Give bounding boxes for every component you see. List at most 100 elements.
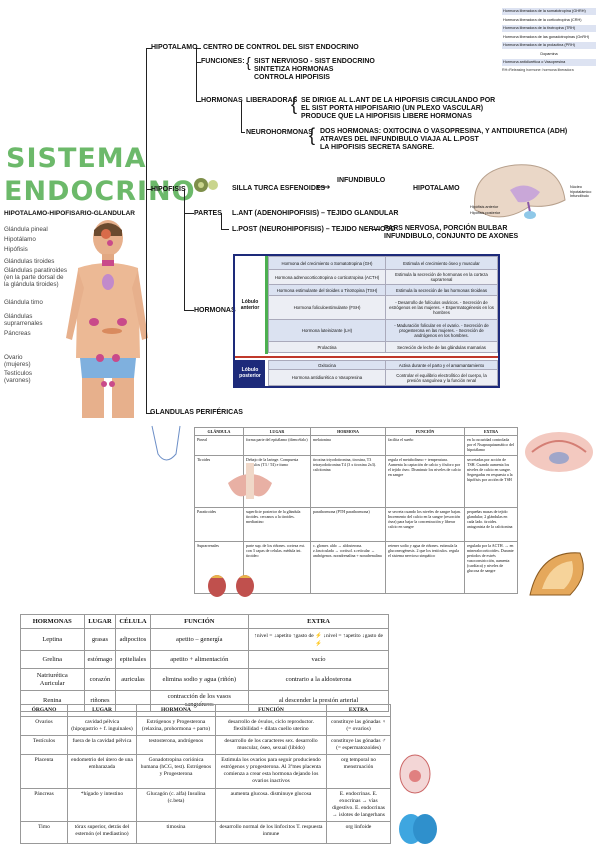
table-cell: elimina sodio y agua (riñón) — [149, 668, 250, 691]
table-cell: Pineal — [194, 435, 244, 456]
brain-label: Infundíbulo — [570, 194, 589, 198]
label-pancreas: Páncreas — [4, 330, 31, 337]
anterior-bar — [265, 256, 268, 354]
col-header: HORMONAS — [20, 614, 85, 629]
table-cell: en la oscuridad controlada por el Nsupra… — [464, 435, 518, 456]
connector-line — [372, 229, 380, 230]
node-hipofisis: HIPOFISIS — [151, 186, 186, 193]
label-suprarrenales: Glándulas suprarrenales — [4, 313, 43, 327]
hormone-name: Prolactina — [268, 341, 386, 353]
node-funciones: FUNCIONES: — [201, 58, 245, 65]
brace-icon: { — [246, 54, 251, 70]
thyroid-image — [228, 463, 272, 499]
node-silla: SILLA TURCA ESFENOIDES — [232, 185, 326, 192]
brain-label: Hipófisis posterior — [470, 211, 501, 215]
tree-trunk — [146, 48, 147, 414]
list-item: Hormona liberadora de la corticotropina … — [502, 16, 596, 23]
table-cell: se secreta cuando los niveles de sangre … — [385, 507, 465, 542]
brain-side-image — [525, 432, 593, 472]
col-header: EXTRA — [464, 427, 518, 436]
hormone-name: Oxitocina — [268, 360, 386, 370]
func-item-3: CONTROLA HIPOFISIS — [254, 74, 330, 81]
brain-icon — [194, 178, 218, 192]
neuro-text-3: LA HIPOFISIS SECRETA SANGRE. — [320, 144, 435, 151]
placenta-image — [399, 754, 431, 794]
node-neurohormonas: NEUROHORMONAS — [246, 129, 313, 136]
connector-line — [221, 229, 229, 230]
table-cell: Ovarios — [20, 716, 68, 736]
node-hipotalamo-2: HIPOTALAMO — [413, 185, 460, 192]
list-item: Hormona liberadora de la somatotropina (… — [502, 8, 596, 15]
pars-text-1: PARS NERVOSA, PORCIÓN BULBAR — [384, 225, 508, 232]
table-cell: Placenta — [20, 754, 68, 789]
table-cell: parte sup. de los riñones. corteza ext. … — [243, 541, 311, 594]
organo-table: ÓRGANO LUGAR HORMONA FUNCIÓN EXTRA Ovari… — [20, 704, 391, 844]
table-cell: Estimula los ovarios para seguir produci… — [215, 754, 327, 789]
thymus-image — [399, 814, 437, 844]
hormone-name: Hormona adrenocorticotropina o corticotr… — [268, 269, 386, 285]
table-cell: epiteliales — [115, 650, 151, 669]
brain-diagram — [474, 164, 566, 219]
hormonas-table: HORMONAS LUGAR CÉLULA FUNCIÓN EXTRA Lept… — [20, 614, 389, 712]
hormone-function: Secreción de leche de las glándulas mama… — [385, 341, 498, 353]
connector-line — [184, 189, 185, 311]
table-cell: E. endocrinas. E. exocrinas → vías diges… — [326, 788, 391, 822]
hormone-name: Hormona estimulante del tiroides o Tirot… — [268, 284, 386, 296]
col-header: ÓRGANO — [20, 704, 68, 717]
hormone-function: Estimula el crecimiento óseo y muscular — [385, 256, 498, 270]
lib-text-2: EL SIST PORTA HIPOFISARIO (UN PLEXO VASC… — [301, 105, 484, 112]
node-lant: L.ANT (ADENOHIPOFISIS) – TEJIDO GLANDULA… — [232, 210, 399, 217]
table-cell: desarrollo de los caracteres sex. desarr… — [215, 735, 327, 755]
table-cell: contrario a la aldosterona — [248, 668, 389, 691]
col-header: FUNCIÓN — [215, 704, 327, 717]
connector-line — [196, 48, 197, 102]
node-lpost: L.POST (NEUROHIPOFISIS) – TEJIDO NERVIOS… — [232, 226, 396, 233]
table-cell: org temporal no menstruación — [326, 754, 391, 789]
brain-label: Núcleo hipotalámico — [570, 185, 592, 194]
hormone-name: Hormona antidiurética o Vasopresina — [268, 369, 386, 386]
lib-text-1: SE DIRIGE AL L.ANT DE LA HIPOFISIS CIRCU… — [301, 97, 496, 104]
table-cell: org linfoide — [326, 821, 391, 844]
connector-line — [196, 101, 201, 102]
neuro-text-1: DOS HORMONAS: OXITOCINA O VASOPRESINA, Y… — [320, 128, 568, 135]
lib-text-3: PRODUCE QUE LA HIPOFISIS LIBERE HORMONAS — [301, 113, 472, 120]
releasing-hormone-list: Hormona liberadora de la somatotropina (… — [502, 8, 596, 72]
brace-icon: { — [309, 125, 316, 145]
posterior-label-cell: Lóbulo posterior — [235, 360, 265, 386]
label-testiculos: Testículos (varones) — [4, 370, 32, 384]
table-cell: tiroxina triyodotironina, tiroxina, T3 t… — [310, 455, 386, 508]
connector-line — [196, 62, 201, 63]
hormone-function: - Maduración folicular en el ovario. - S… — [385, 319, 498, 342]
adrenal-image — [529, 552, 584, 596]
col-header: LUGAR — [243, 427, 311, 436]
anterior-label-cell: Lóbulo anterior — [235, 256, 265, 354]
neuro-text-2: ATRAVES DEL INFUNDIBULO VIAJA AL L.POST — [320, 136, 479, 143]
table-cell: pequeñas masas de tejido glandular; 2 gl… — [464, 507, 518, 542]
list-item: Hormona liberadora de las gonadotropinas… — [502, 33, 596, 40]
divider — [235, 356, 498, 358]
table-cell: tórax superior, detrás del esternón (el … — [67, 821, 137, 844]
node-hipotalamo: HIPOTALAMO — [151, 44, 198, 51]
table-cell: melatonina — [310, 435, 386, 456]
table-cell: Estrógenos y Progesterona (relaxina, pro… — [136, 716, 216, 736]
neck-outline-image — [151, 425, 181, 461]
table-cell: corazón — [83, 668, 117, 691]
table-cell: cavidad pélvica (hipogastrio + f. inguin… — [67, 716, 137, 736]
label-pineal: Glándula pineal — [4, 226, 48, 233]
node-hormonas: HORMONAS — [201, 97, 243, 104]
connector-line — [184, 310, 194, 311]
pars-text-2: INFUNDIBULO, CONJUNTO DE AXONES — [384, 233, 519, 240]
subtitle: HIPOTALAMO-HIPOFISARIO-GLANDULAR — [4, 210, 135, 217]
connector-line — [241, 132, 245, 133]
table-cell: testosterona, andrógenos — [136, 735, 216, 755]
pituitary-table: Lóbulo anterior Hormona del crecimiento … — [233, 254, 500, 388]
brain-label-group-2: Hipófisis anterior Hipófisis posterior — [470, 204, 500, 216]
table-cell: Leptina — [20, 628, 85, 651]
col-header: FUNCIÓN — [149, 614, 250, 629]
node-liberadoras: LIBERADORAS — [246, 97, 298, 104]
glandulas-table: GLÁNDULA LUGAR HORMONA FUNCIÓN EXTRA Pin… — [194, 427, 518, 594]
table-cell: aumenta glucosa. disminuye glucosa — [215, 788, 327, 822]
table-cell: ↑nivel = ↓apetito ↑gasto de ⚡ ↓nivel = ↑… — [248, 628, 389, 651]
label-tiroides: Glándulas tiroides — [4, 258, 55, 265]
connector-line — [221, 213, 222, 229]
